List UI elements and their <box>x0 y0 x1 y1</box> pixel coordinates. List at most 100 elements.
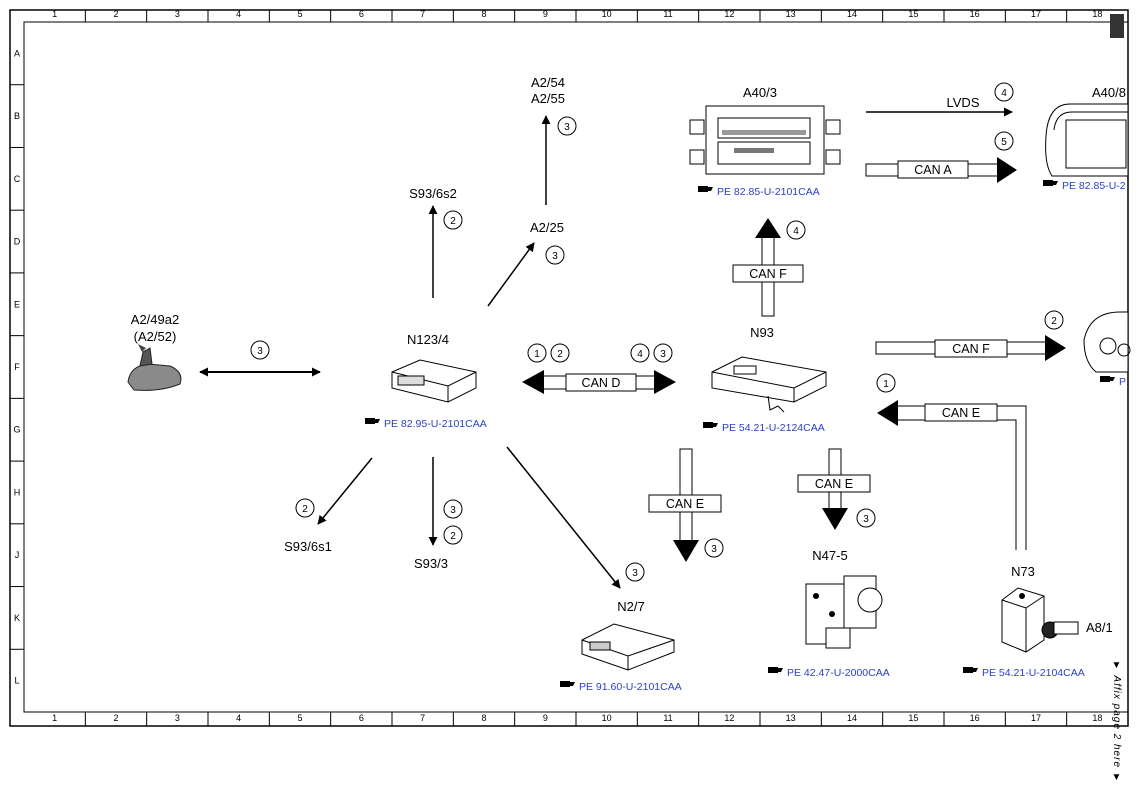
label-a2-52: (A2/52) <box>134 329 177 344</box>
svg-text:PE 91.60-U-2101CAA: PE 91.60-U-2101CAA <box>579 681 682 693</box>
grid-column-label: 17 <box>1031 713 1041 723</box>
marker-3: 3 <box>625 562 645 582</box>
grid-column-label: 14 <box>847 713 857 723</box>
svg-text:3: 3 <box>660 349 666 360</box>
marker-3: 3 <box>653 343 673 363</box>
grid-row-label: C <box>14 174 21 184</box>
grid-column-label: 2 <box>113 713 118 723</box>
label-s93-6s2: S93/6s2 <box>409 186 457 201</box>
label-s93-6s1: S93/6s1 <box>284 539 332 554</box>
grid-column-label: 1 <box>52 9 57 19</box>
grid-row-label: B <box>14 111 20 121</box>
grid-column-label: 18 <box>1092 713 1102 723</box>
svg-text:CAN A: CAN A <box>914 163 952 177</box>
marker-4: 4 <box>630 343 650 363</box>
grid-column-label: 2 <box>113 9 118 19</box>
marker-2: 2 <box>295 498 315 518</box>
marker-3: 3 <box>443 499 463 519</box>
grid-column-label: 7 <box>420 9 425 19</box>
marker-3: 3 <box>250 340 270 360</box>
svg-text:PE 82.95-U-2101CAA: PE 82.95-U-2101CAA <box>384 418 487 430</box>
grid-column-label: 11 <box>663 9 672 19</box>
svg-text:PE 42.47-U-2000CAA: PE 42.47-U-2000CAA <box>787 667 890 679</box>
svg-text:4: 4 <box>1001 88 1007 99</box>
grid-column-label: 13 <box>786 713 796 723</box>
label-n93: N93 <box>750 325 774 340</box>
label-a2-54: A2/54 <box>531 75 565 90</box>
link-n123-s93-6s1 <box>317 457 373 525</box>
reference-n47-5: PE 42.47-U-2000CAA <box>768 667 890 679</box>
grid-row-label: E <box>14 299 20 309</box>
svg-text:2: 2 <box>450 531 456 542</box>
label-a2-25: A2/25 <box>530 220 564 235</box>
antenna-a2-49a2 <box>127 344 182 391</box>
reference-n123-4: PE 82.95-U-2101CAA <box>365 418 487 430</box>
svg-text:CAN F: CAN F <box>749 267 787 281</box>
svg-text:3: 3 <box>564 122 570 133</box>
svg-text:CAN F: CAN F <box>952 342 990 356</box>
svg-text:3: 3 <box>450 505 456 516</box>
bus-can-e-right: CAN E <box>877 400 1027 550</box>
svg-text:4: 4 <box>793 226 799 237</box>
marker-2: 2 <box>1044 310 1064 330</box>
grid-column-label: 3 <box>175 713 180 723</box>
label-lvds: LVDS <box>947 95 980 110</box>
svg-text:CAN E: CAN E <box>666 497 704 511</box>
label-n123-4: N123/4 <box>407 332 449 347</box>
svg-text:2: 2 <box>557 349 563 360</box>
grid-column-label: 16 <box>970 9 980 19</box>
svg-text:CAN E: CAN E <box>815 477 853 491</box>
grid-row-label: D <box>14 237 21 247</box>
module-n73 <box>1001 587 1045 653</box>
grid-row-label: G <box>13 425 20 435</box>
svg-text:4: 4 <box>637 349 643 360</box>
bus-can-e-left: CAN E <box>648 448 722 562</box>
grid-row-label: L <box>14 676 19 686</box>
label-a40-3: A40/3 <box>743 85 777 100</box>
grid-column-label: 3 <box>175 9 180 19</box>
svg-text:3: 3 <box>863 514 869 525</box>
label-a8-1: A8/1 <box>1086 620 1113 635</box>
module-a40-8 <box>1045 103 1129 177</box>
grid-row-label: K <box>14 613 20 623</box>
bus-can-f-right: CAN F <box>875 335 1066 361</box>
link-n123-a2-25 <box>487 242 535 307</box>
reference-a40-8: PE 82.85-U-2 <box>1043 180 1126 192</box>
marker-4: 4 <box>786 220 806 240</box>
svg-text:5: 5 <box>1001 137 1007 148</box>
grid-column-label: 9 <box>543 713 548 723</box>
grid-column-label: 12 <box>724 9 734 19</box>
svg-text:PE 54.21-U-2124CAA: PE 54.21-U-2124CAA <box>722 422 825 434</box>
marker-5: 5 <box>994 131 1014 151</box>
grid-ruler: 1122334455667788991010111112121313141415… <box>10 9 1102 726</box>
reference-n93: PE 54.21-U-2124CAA <box>703 422 825 434</box>
label-n47-5: N47-5 <box>812 548 847 563</box>
grid-column-label: 18 <box>1092 9 1102 19</box>
marker-1: 1 <box>527 343 547 363</box>
label-n73: N73 <box>1011 564 1035 579</box>
marker-3: 3 <box>545 245 565 265</box>
svg-text:PE 54.21-U-2104CAA: PE 54.21-U-2104CAA <box>982 667 1085 679</box>
module-n2-7 <box>581 623 675 671</box>
grid-column-label: 5 <box>297 9 302 19</box>
svg-text:2: 2 <box>1051 316 1057 327</box>
marker-2: 2 <box>443 210 463 230</box>
module-a40-3 <box>689 105 841 175</box>
svg-text:2: 2 <box>302 504 308 515</box>
marker-3: 3 <box>557 116 577 136</box>
label-a2-55: A2/55 <box>531 91 565 106</box>
bus-can-e-n47: CAN E <box>797 448 871 530</box>
reference-cluster: P <box>1100 376 1126 388</box>
grid-column-label: 14 <box>847 9 857 19</box>
grid-column-label: 11 <box>663 713 672 723</box>
grid-row-label: J <box>15 550 20 560</box>
bus-can-f-up: CAN F <box>732 218 804 317</box>
svg-text:1: 1 <box>883 379 889 390</box>
svg-text:2: 2 <box>450 216 456 227</box>
grid-column-label: 8 <box>481 9 486 19</box>
grid-column-label: 7 <box>420 713 425 723</box>
marker-2: 2 <box>443 525 463 545</box>
svg-text:3: 3 <box>552 251 558 262</box>
marker-2: 2 <box>550 343 570 363</box>
bus-can-a: CAN A <box>865 157 1017 183</box>
